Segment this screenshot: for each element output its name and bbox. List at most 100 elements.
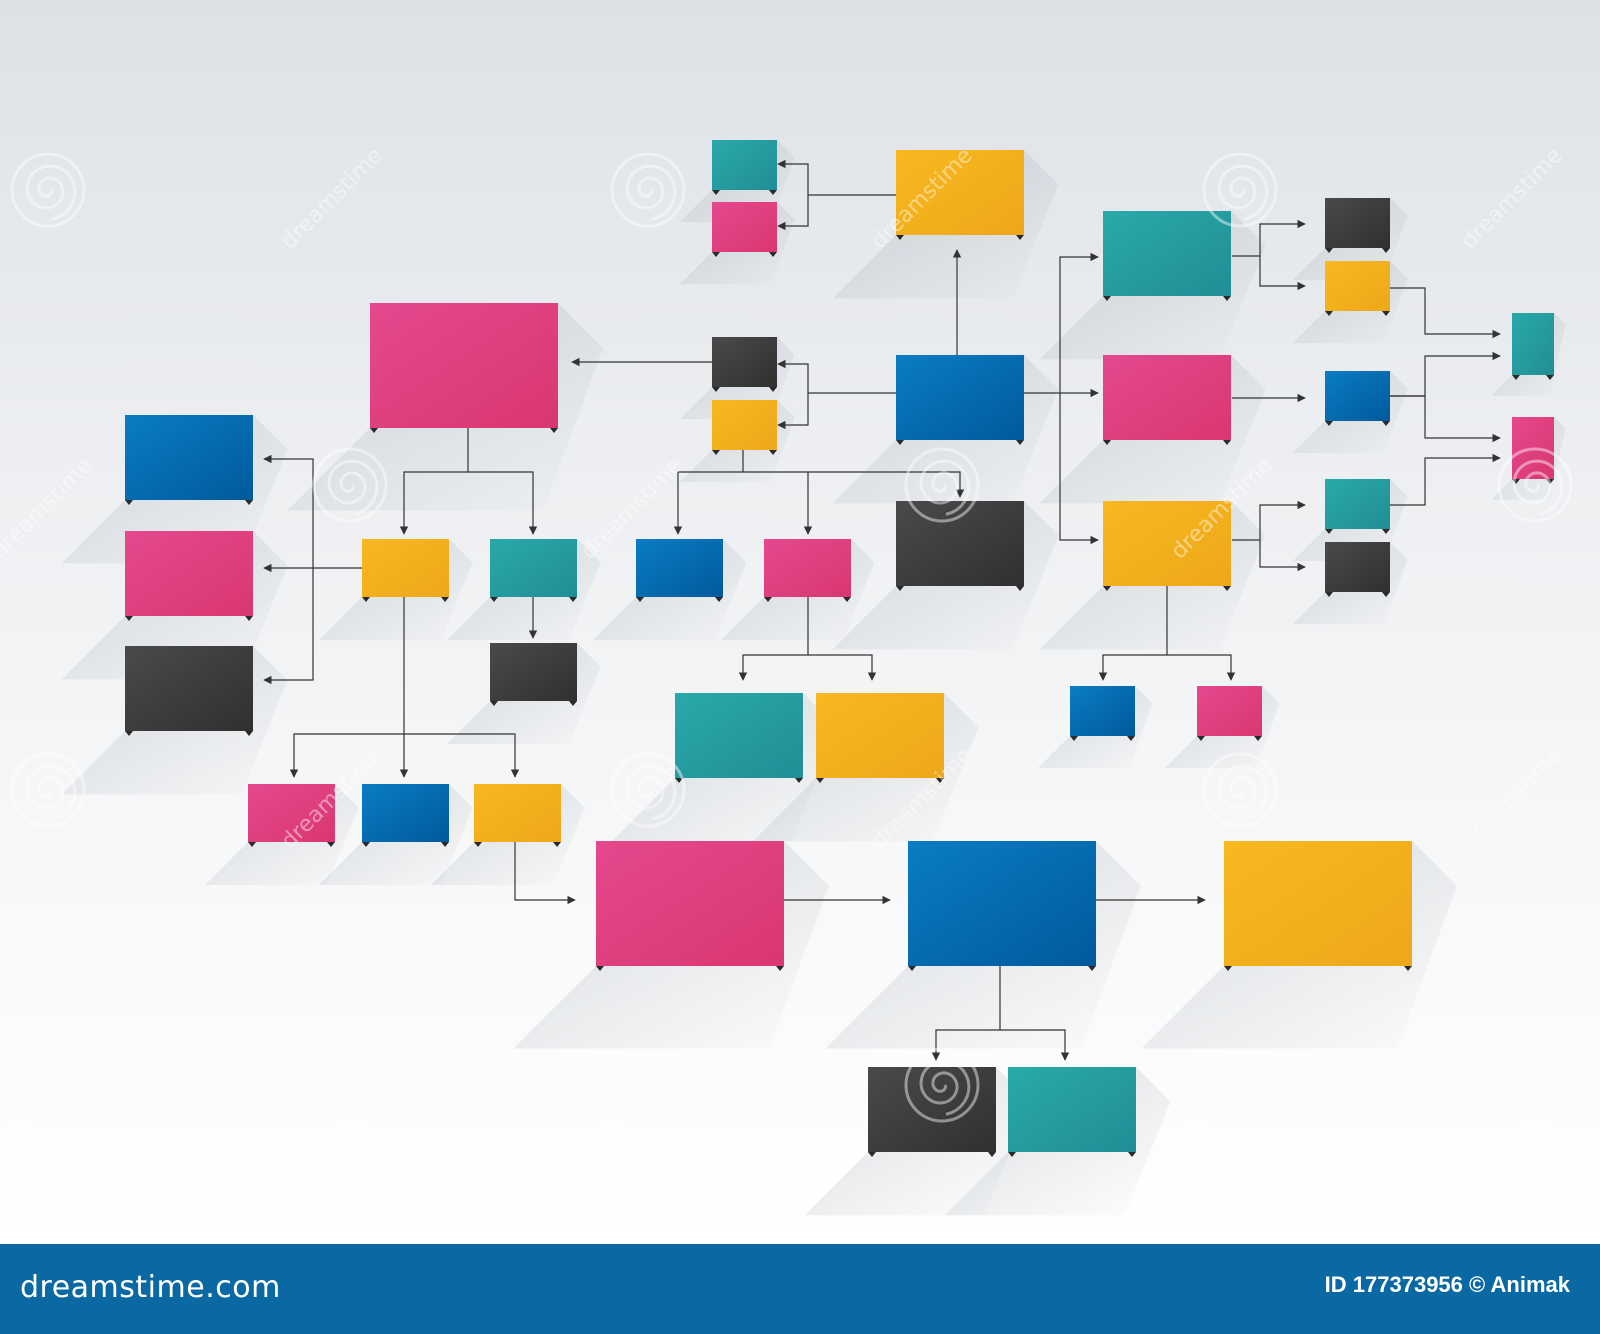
box-foot [490,701,498,706]
flowchart-box [248,784,335,842]
box-foot [245,500,253,505]
box-shadow [1292,261,1408,344]
box-shadow [1037,686,1153,769]
box-shadow [204,784,359,886]
connector-arrow [514,842,576,905]
connector-arrow [289,597,405,778]
box-foot [712,450,720,455]
box-foot [245,616,253,621]
box-shadow [61,531,288,680]
box-shadow [679,400,795,483]
connector-arrow [1390,287,1501,339]
box-foot [125,500,133,505]
box-foot [868,1152,876,1157]
box-foot [1103,586,1111,591]
box-foot [1325,311,1333,316]
box-foot [550,428,558,433]
box-foot [636,597,644,602]
box-foot [776,966,784,971]
flowchart-box [908,841,1096,966]
box-shadow [1292,371,1408,454]
spiral-icon [1497,1047,1573,1123]
flowchart-box [712,140,777,190]
connector-arrow [777,195,809,231]
box-foot [908,966,916,971]
flowchart-box [1008,1067,1136,1152]
flowchart-box [896,355,1024,440]
flowchart-box [712,202,777,252]
connector-arrow [399,428,469,535]
flowchart-box [1103,211,1231,296]
box-foot [795,778,803,783]
flowchart-box [490,643,577,701]
flowchart-box [675,693,803,778]
box-foot [988,1152,996,1157]
flowchart-box [125,646,253,731]
box-foot [715,597,723,602]
box-shadow [1292,542,1408,625]
watermark-text: dreamstime [1457,143,1568,254]
flowchart-box [125,415,253,500]
box-foot [764,597,772,602]
box-shadow [61,646,288,795]
watermark-text: dreamstime [577,1043,688,1154]
watermark-text: dreamstime [1167,1043,1278,1154]
box-foot [1546,479,1554,484]
box-foot [769,387,777,392]
flowchart-box [490,539,577,597]
spiral-icon [10,752,86,828]
box-shadow [592,539,747,641]
flowchart-box [712,400,777,450]
box-foot [1224,966,1232,971]
box-foot [569,701,577,706]
box-foot [125,616,133,621]
footer-bar: dreamstime.com ID 177373956 © Animak [0,1244,1600,1334]
box-foot [474,842,482,847]
box-foot [327,842,335,847]
box-foot [1016,586,1024,591]
flowchart-box [896,150,1024,235]
box-foot [1223,296,1231,301]
connector-arrow [1390,395,1501,443]
spiral-icon [610,752,686,828]
spiral-icon [904,1047,980,1123]
connector-arrow [738,597,809,681]
box-foot [1103,440,1111,445]
connector-arrow [1390,453,1501,506]
flowchart-box [474,784,561,842]
spiral-icon [312,447,388,523]
box-foot [1088,966,1096,971]
box-foot [1197,736,1205,741]
box-shadow [318,784,473,886]
connector-arrow [1167,654,1236,681]
box-shadow [1039,211,1266,360]
box-foot [1223,586,1231,591]
box-foot [1382,311,1390,316]
flowchart-box [362,784,449,842]
box-foot [896,235,904,240]
spiral-icon [10,152,86,228]
box-shadow [752,693,979,842]
spiral-icon [1497,447,1573,523]
box-shadow [446,643,601,745]
box-shadow [287,303,603,511]
box-foot [712,190,720,195]
spiral-icon [312,1047,388,1123]
flowchart-box [1325,479,1390,529]
flowchart-box [1103,355,1231,440]
box-foot [712,252,720,257]
flowchart-box [1325,198,1390,248]
box-shadow [679,140,795,223]
spiral-icon [1202,152,1278,228]
watermark-text: dreamstime [1457,743,1568,854]
connector-arrow [931,966,1001,1061]
box-foot [596,966,604,971]
connector-arrow [1259,256,1306,291]
box-foot [569,597,577,602]
flowchart-box [896,501,1024,586]
box-foot [1103,296,1111,301]
box-shadow [1039,501,1266,650]
box-foot [1016,440,1024,445]
box-foot [1325,529,1333,534]
flowchart: dreamstime dreamstime dreamstime dreamstime… [10,140,1573,1216]
